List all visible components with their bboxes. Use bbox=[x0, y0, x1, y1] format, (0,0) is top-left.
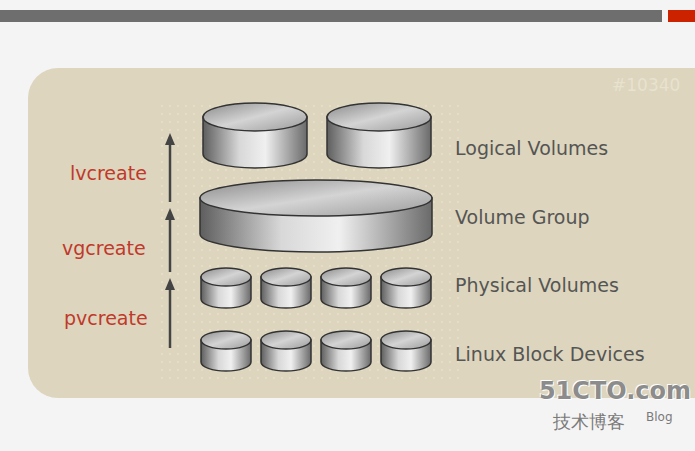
cylinder bbox=[321, 331, 371, 371]
beige-panel bbox=[28, 68, 695, 398]
top-bar-accent bbox=[668, 10, 695, 22]
cylinder-top bbox=[321, 331, 371, 349]
cylinder bbox=[201, 331, 251, 371]
top-bar bbox=[0, 10, 662, 22]
layer-label: Logical Volumes bbox=[455, 138, 608, 159]
command-label: lvcreate bbox=[70, 163, 147, 184]
cylinder-top bbox=[201, 268, 251, 286]
cylinder-top bbox=[321, 268, 371, 286]
slide-number: #10340 bbox=[612, 76, 680, 95]
cylinders bbox=[200, 103, 432, 371]
watermark: Blog bbox=[646, 411, 673, 424]
cylinder bbox=[203, 103, 307, 168]
cylinder bbox=[200, 180, 432, 252]
cylinder bbox=[381, 331, 431, 371]
cylinder bbox=[201, 268, 251, 308]
watermark: 技术博客 bbox=[553, 412, 625, 432]
layer-label: Linux Block Devices bbox=[455, 344, 645, 365]
cylinder bbox=[381, 268, 431, 308]
layer-label: Physical Volumes bbox=[455, 275, 619, 296]
watermark: 51CTO.com bbox=[539, 378, 691, 404]
cylinder-top bbox=[203, 103, 307, 131]
cylinder-top bbox=[200, 180, 432, 216]
cylinder bbox=[321, 268, 371, 308]
cylinder-top bbox=[381, 268, 431, 286]
cylinder-top bbox=[381, 331, 431, 349]
cylinder-top bbox=[201, 331, 251, 349]
command-label: vgcreate bbox=[62, 238, 146, 259]
cylinder-top bbox=[261, 331, 311, 349]
step-arrows bbox=[165, 133, 175, 348]
cylinder bbox=[327, 103, 431, 168]
layer-label: Volume Group bbox=[455, 207, 590, 228]
cylinder-top bbox=[327, 103, 431, 131]
cylinder bbox=[261, 268, 311, 308]
cylinder-top bbox=[261, 268, 311, 286]
cylinder bbox=[261, 331, 311, 371]
command-label: pvcreate bbox=[64, 308, 148, 329]
dot-texture bbox=[160, 100, 460, 380]
